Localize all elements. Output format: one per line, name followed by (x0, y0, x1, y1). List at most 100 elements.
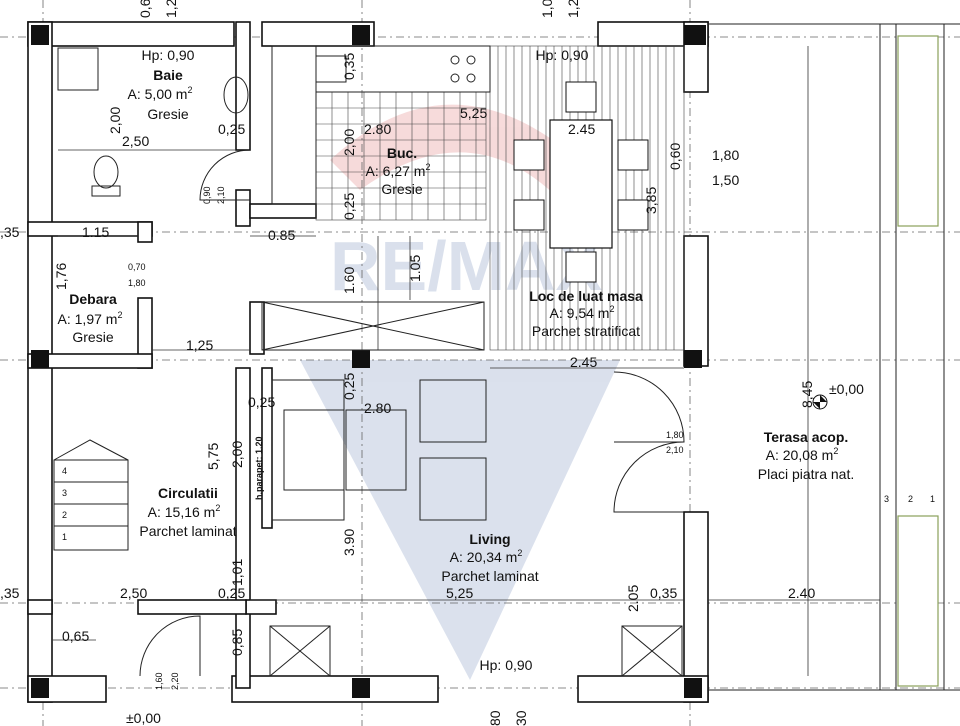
dim-label: 1,50 (712, 172, 739, 188)
dim-label: 1,76 (53, 263, 69, 290)
bathroom-fixtures (57, 47, 251, 201)
living-sofa (271, 379, 487, 521)
room-circulatii: Circulatii A: 15,16 m2 Parchet laminat (139, 485, 236, 539)
dim-label: ,35 (0, 585, 20, 601)
dim-label: 0,25 (341, 193, 357, 220)
top-tick: 1,0 (539, 0, 555, 18)
terrace-level-mark: ±0,00 (829, 381, 864, 397)
dim-label: 8,45 (799, 381, 815, 408)
dim-label: 1,80 (128, 278, 146, 288)
dim-label: 1.15 (82, 224, 109, 240)
circulatii-area-sup: 2 (215, 503, 220, 513)
debara-area: A: 1,97 m (58, 311, 118, 327)
debara-finish: Gresie (72, 329, 113, 345)
dim-label: 0,60 (667, 143, 683, 170)
circulatii-finish: Parchet laminat (139, 523, 236, 539)
baie-finish: Gresie (147, 106, 188, 122)
dim-label: 0,35 (341, 53, 357, 80)
bottom-tick: 30 (513, 710, 529, 726)
dim-label: 3.90 (341, 529, 357, 556)
svg-text:A: 5,00 m2: A: 5,00 m2 (128, 85, 193, 102)
dim-label: 2,50 (122, 133, 149, 149)
living-hp: Hp: 0,90 (480, 657, 533, 673)
dim-label: 0,35 (650, 585, 677, 601)
svg-text:A: 6,27 m2: A: 6,27 m2 (366, 162, 431, 179)
dim-label: 2.45 (568, 121, 595, 137)
terasa-name: Terasa acop. (764, 429, 849, 445)
living-finish: Parchet laminat (441, 568, 538, 584)
dim-label: 1,80 (712, 147, 739, 163)
dim-label: 0,70 (128, 262, 146, 272)
dim-label: 0,25 (218, 121, 245, 137)
parapet-label: h.parapet: 1.20 (254, 436, 264, 500)
dim-label: 0,25 (248, 394, 275, 410)
dim-label: 0.85 (268, 227, 295, 243)
room-terasa: Terasa acop. A: 20,08 m2 Placi piatra na… (758, 429, 855, 482)
svg-text:A: 9,54 m2: A: 9,54 m2 (550, 304, 615, 321)
terrace-rail-3: 3 (884, 494, 889, 504)
top-tick: 0,6 (137, 0, 153, 18)
dining-table (513, 81, 649, 283)
dim-label: 1,60 (154, 672, 164, 690)
dim-label: 2,00 (107, 107, 123, 134)
dim-label: 0,25 (341, 373, 357, 400)
terasa-area: A: 20,08 m (766, 447, 834, 463)
room-living: Living A: 20,34 m2 Parchet laminat Hp: 0… (441, 531, 538, 673)
stair-step-1: 1 (62, 532, 67, 542)
storage-units (261, 301, 683, 677)
dim-label: 2.05 (625, 585, 641, 612)
dim-label: 3,85 (643, 187, 659, 214)
dim-label: 0,65 (62, 628, 89, 644)
terasa-area-sup: 2 (833, 446, 838, 456)
masa-area-sup: 2 (609, 304, 614, 314)
dim-label: 0,85 (229, 629, 245, 656)
stair-step-2: 2 (62, 510, 67, 520)
terasa-finish: Placi piatra nat. (758, 466, 855, 482)
masa-name: Loc de luat masa (529, 288, 643, 304)
masa-hp: Hp: 0,90 (536, 47, 589, 63)
baie-name: Baie (153, 67, 183, 83)
buc-finish: Gresie (381, 181, 422, 197)
room-masa: Hp: 0,90 Loc de luat masa A: 9,54 m2 Par… (529, 47, 643, 339)
dimension-lines (52, 46, 880, 676)
dim-label: 0,90 (202, 186, 212, 204)
columns (31, 25, 706, 698)
dim-label: 1,25 (186, 337, 213, 353)
dim-label: 2.80 (364, 400, 391, 416)
room-buc: Buc. A: 6,27 m2 Gresie (366, 145, 431, 197)
stair-step-3: 3 (62, 488, 67, 498)
dim-label: 1,01 (229, 559, 245, 586)
dim-label: 2,10 (666, 445, 684, 455)
top-tick: 1,2 (565, 0, 581, 18)
buc-area: A: 6,27 m (366, 163, 426, 179)
dim-label: 5,25 (446, 585, 473, 601)
debara-area-sup: 2 (117, 310, 122, 320)
stairs: 4 3 2 1 (53, 439, 129, 551)
svg-text:A: 20,34 m2: A: 20,34 m2 (450, 548, 523, 565)
dim-label: 2,00 (341, 129, 357, 156)
debara-name: Debara (69, 291, 117, 307)
dim-label: 2,00 (229, 441, 245, 468)
top-tick: 1,2 (163, 0, 179, 18)
svg-text:A: 20,08 m2: A: 20,08 m2 (766, 446, 839, 463)
dim-label: 2,10 (216, 186, 226, 204)
kitchen-tile-grid (315, 91, 487, 221)
dim-label: 1.05 (407, 255, 423, 282)
buc-name: Buc. (387, 145, 417, 161)
dimension-labels-vertical: 2,00 0,35 2,00 0,25 0,60 3,85 1,76 0,90 … (53, 0, 815, 726)
doors (139, 371, 685, 677)
terrace-rail-1: 1 (930, 494, 935, 504)
living-name: Living (469, 531, 510, 547)
baie-area-sup: 2 (187, 85, 192, 95)
room-debara: Debara A: 1,97 m2 Gresie (58, 291, 123, 345)
dimension-labels: 2,50 0,25 2.80 5,25 2.45 1,80 1,50 ,35 1… (0, 105, 815, 726)
svg-text:A: 1,97 m2: A: 1,97 m2 (58, 310, 123, 327)
room-baie: Hp: 0,90 Baie A: 5,00 m2 Gresie (128, 47, 195, 122)
bottom-tick: 80 (487, 710, 503, 726)
stair-step-4: 4 (62, 466, 67, 476)
buc-area-sup: 2 (425, 162, 430, 172)
dim-label: 2.40 (788, 585, 815, 601)
entry-level-mark: ±0,00 (126, 710, 161, 726)
circulatii-name: Circulatii (158, 485, 218, 501)
